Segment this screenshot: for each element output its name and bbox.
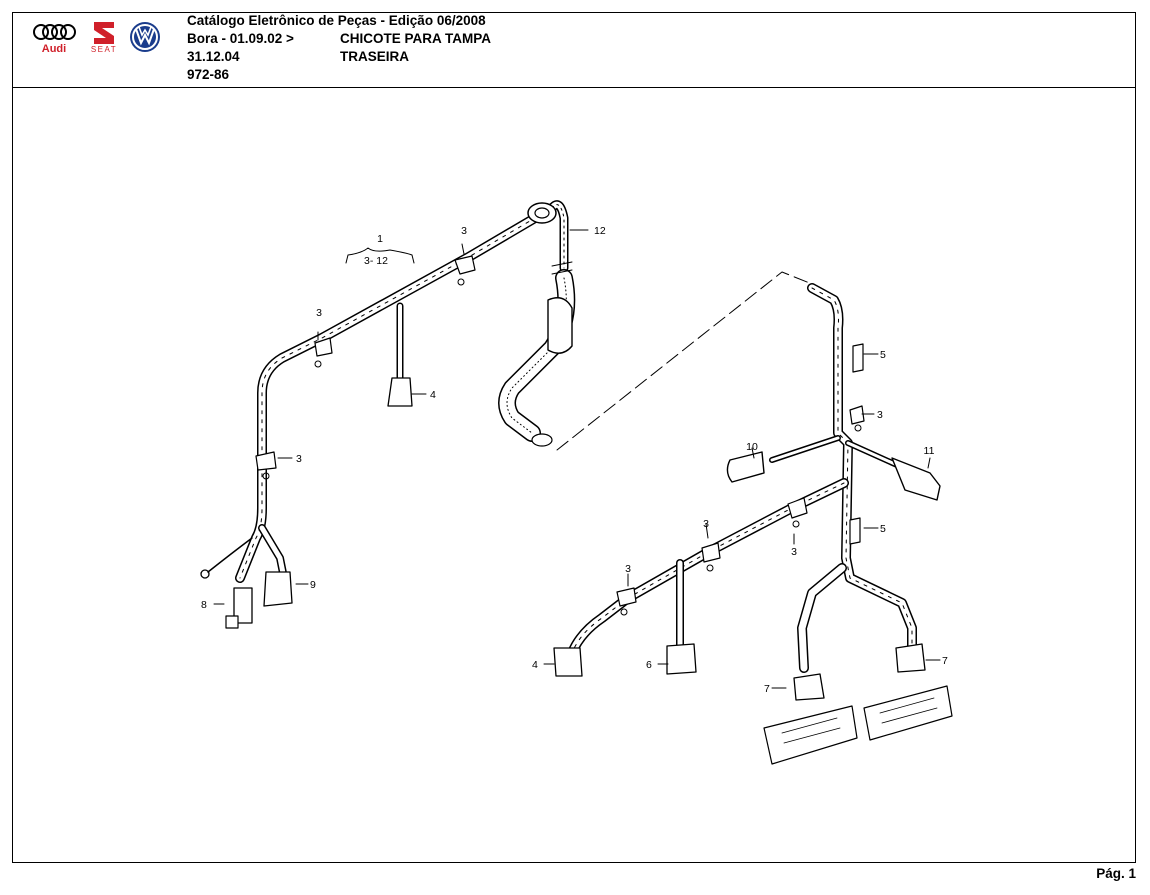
- callout-6: 6: [646, 659, 652, 671]
- callout-3-top: 3: [461, 225, 467, 237]
- callout-leaders: [213, 229, 941, 689]
- callout-8: 8: [201, 599, 207, 611]
- callout-11: 11: [924, 445, 935, 457]
- connection-dash-line: [556, 271, 818, 451]
- callout-3-left: 3: [316, 307, 322, 319]
- callout-9: 9: [310, 579, 316, 591]
- callout-1-range: 3- 12: [364, 255, 388, 267]
- vw-logo: [130, 22, 160, 52]
- brand-logos: Audi SEAT: [32, 18, 182, 70]
- part-title-line2: TRASEIRA: [340, 49, 410, 64]
- callout-3-lower: 3: [296, 453, 302, 465]
- callout-3-right-top: 3: [877, 409, 883, 421]
- seat-wordmark: SEAT: [91, 45, 117, 54]
- audi-wordmark: Audi: [42, 43, 66, 55]
- callout-4-right: 4: [532, 659, 538, 671]
- callout-5-bottom: 5: [880, 523, 886, 535]
- callout-10: 10: [746, 441, 758, 453]
- document-header: Audi SEAT Catálogo Eletrônico de Peças -…: [12, 12, 1136, 88]
- seat-logo: SEAT: [91, 22, 117, 54]
- page-number: Pág. 1: [1096, 866, 1136, 881]
- callout-3-right-mid: 3: [703, 518, 709, 530]
- page-code: 972-86: [187, 67, 230, 82]
- audi-logo: Audi: [33, 24, 76, 55]
- callout-3-right-left: 3: [625, 563, 631, 575]
- callout-7-left: 7: [764, 683, 770, 695]
- callout-1: 1: [377, 233, 383, 245]
- callout-4-left: 4: [430, 389, 436, 401]
- date-to: 31.12.04: [187, 49, 240, 64]
- callout-7-right: 7: [942, 655, 948, 667]
- callout-3-right-low: 3: [791, 546, 797, 558]
- part-title-line1: CHICOTE PARA TAMPA: [340, 31, 491, 46]
- right-harness: [553, 283, 953, 765]
- parts-diagram: 1 3- 12 12 3 3 3 4 8 9 5 3 10 11 3 3 5 3…: [12, 88, 1136, 863]
- model-range: Bora - 01.09.02 >: [187, 31, 294, 46]
- callout-12: 12: [594, 225, 606, 237]
- page-frame: [12, 12, 1136, 863]
- left-harness: [200, 200, 576, 629]
- catalog-title: Catálogo Eletrônico de Peças - Edição 06…: [187, 13, 486, 28]
- callout-5-top: 5: [880, 349, 886, 361]
